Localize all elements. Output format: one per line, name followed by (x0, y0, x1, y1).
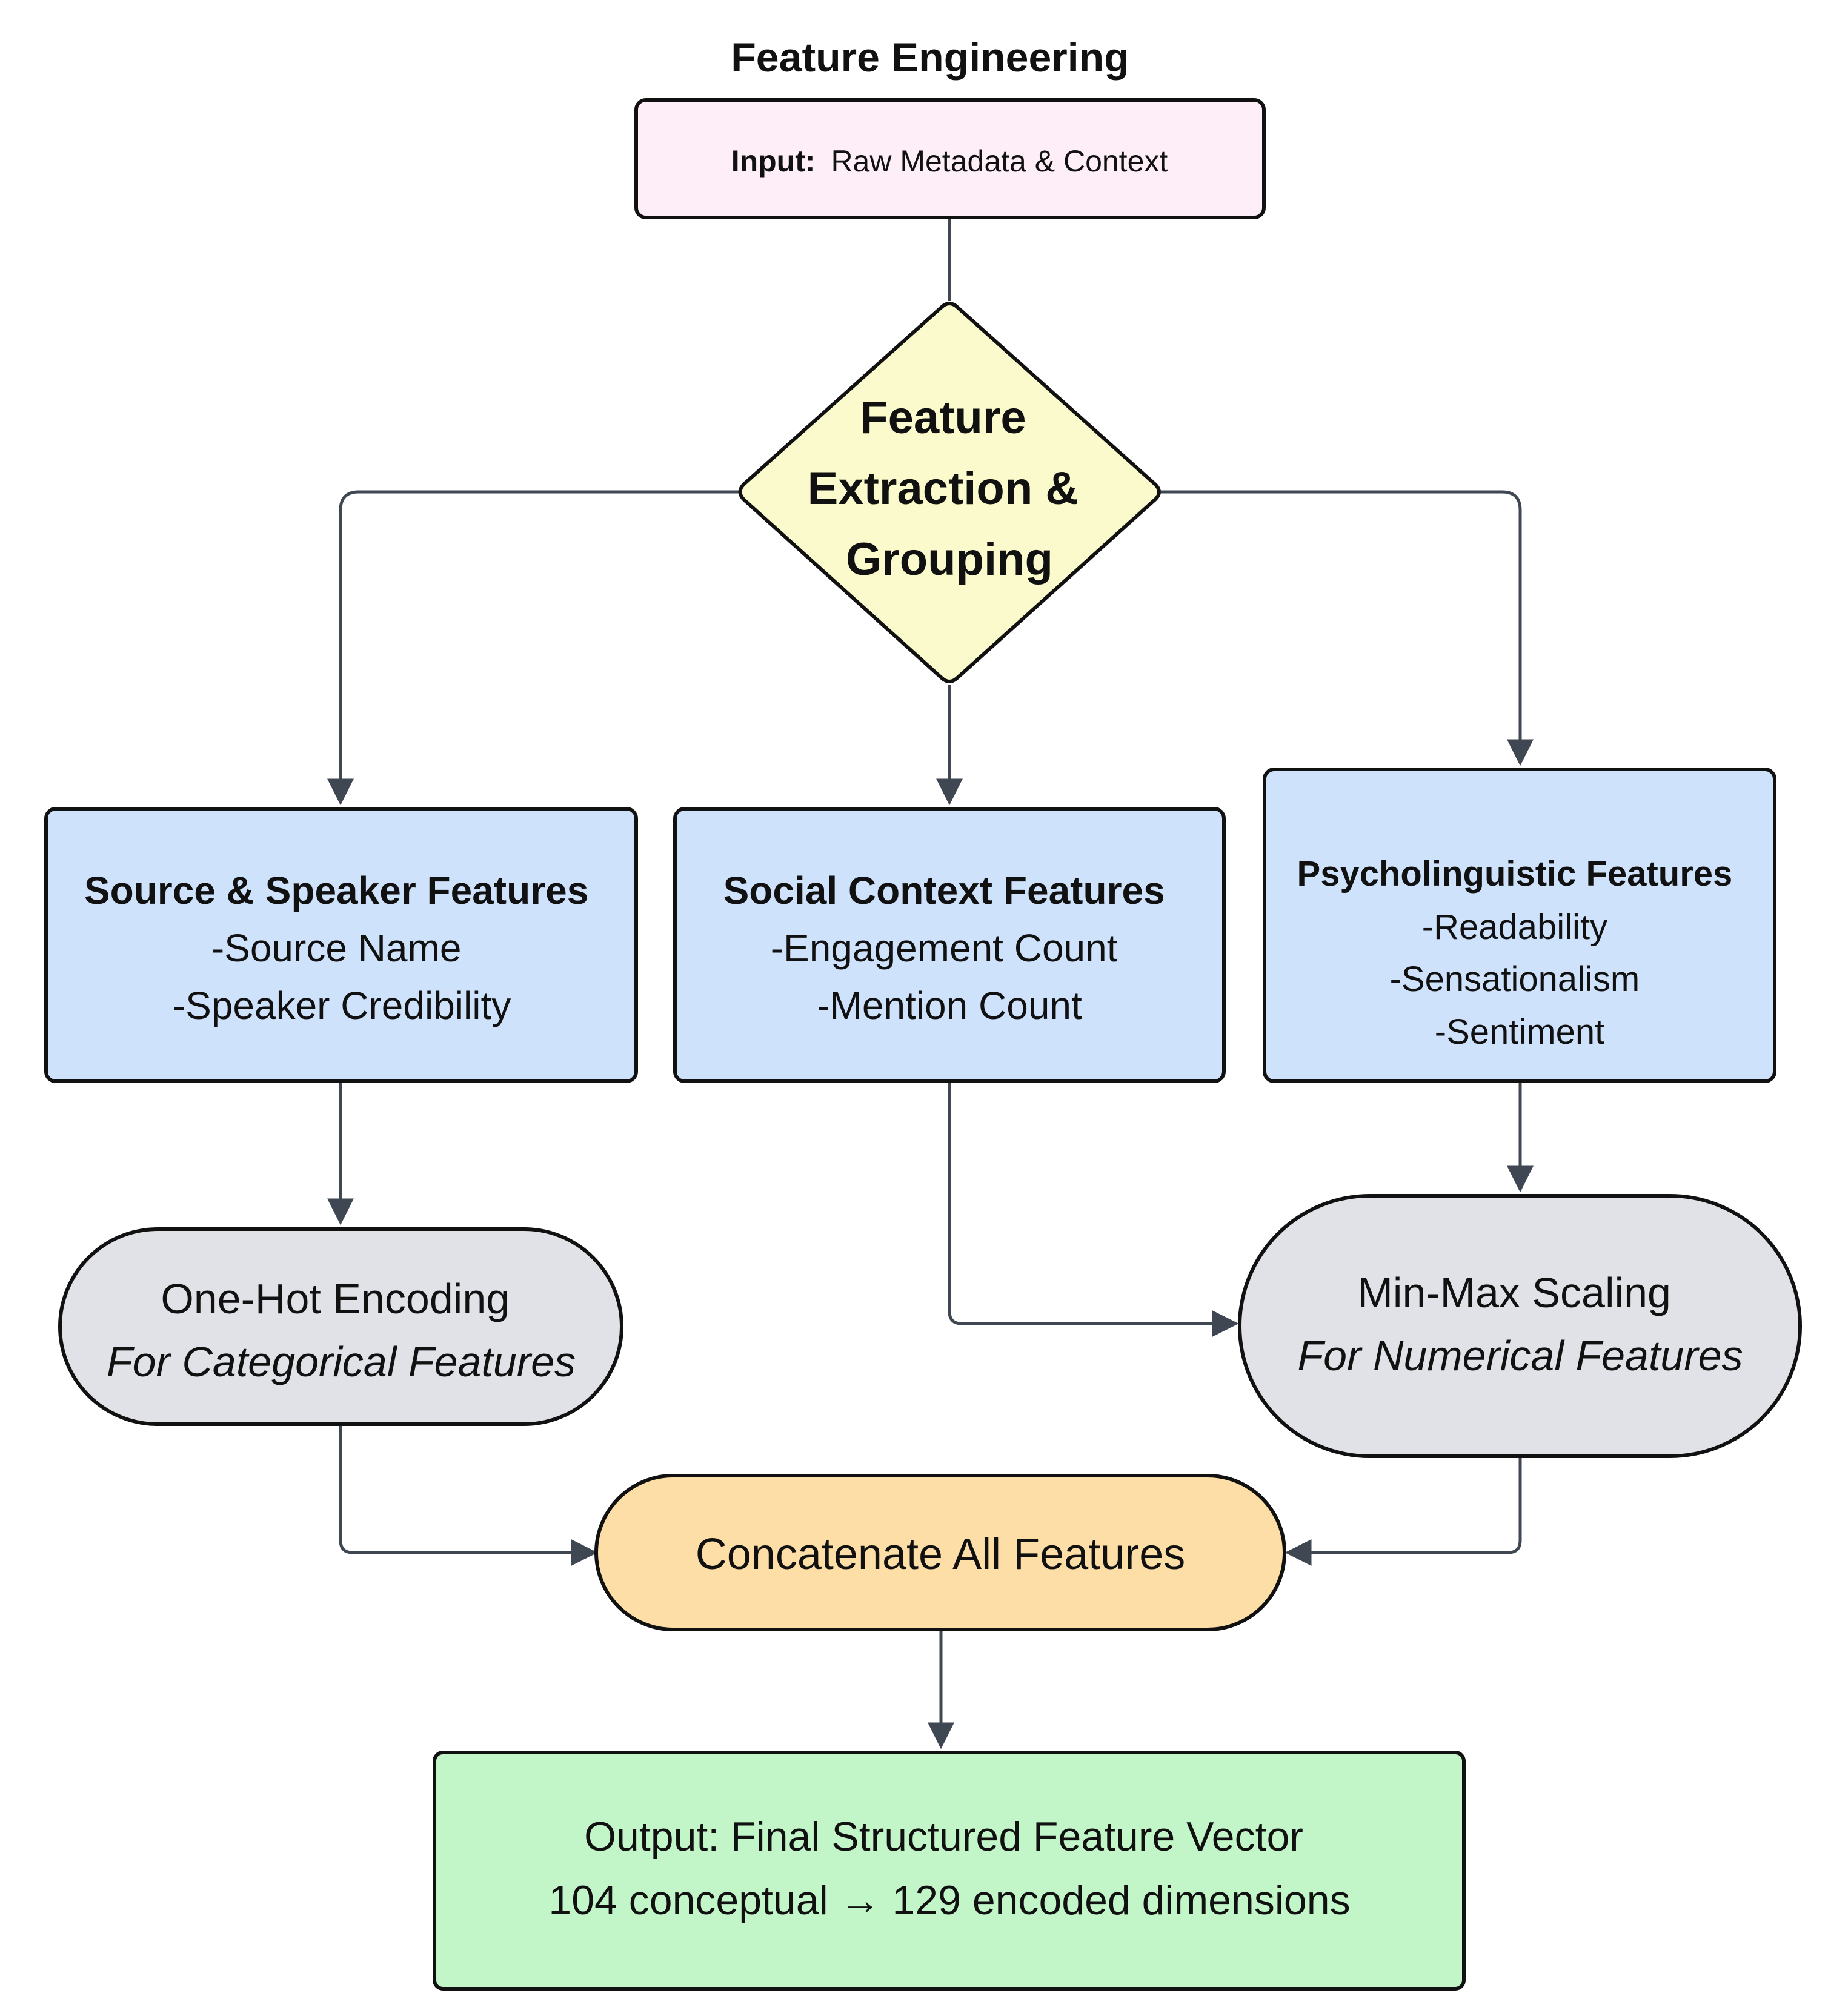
social-box (673, 807, 1226, 1083)
psycho-item-2: -Sensationalism (1390, 960, 1640, 999)
decision-line-2: Extraction & (808, 463, 1079, 514)
input-node: Input: Raw Metadata & Context (634, 98, 1266, 219)
psycho-item-3: -Sentiment (1435, 1012, 1604, 1052)
concatenate-node: Concatenate All Features (594, 1474, 1286, 1631)
source-item-1: -Source Name (211, 926, 462, 970)
one-hot-encoding-node: One-Hot Encoding For Categorical Feature… (58, 1227, 623, 1426)
input-value: Raw Metadata & Context (831, 144, 1168, 178)
input-box (634, 98, 1266, 219)
min-max-box (1238, 1194, 1802, 1458)
output-line-1: Output: Final Structured Feature Vector (584, 1814, 1303, 1860)
social-item-2: -Mention Count (817, 984, 1082, 1027)
connector-decision-to-source (327, 490, 739, 806)
psycho-item-1: -Readability (1422, 907, 1607, 947)
input-label: Input: (731, 144, 816, 178)
connectors (327, 218, 1534, 1749)
one-hot-box (58, 1227, 623, 1426)
diagram-title: Feature Engineering (731, 35, 1129, 81)
connector-onehot-to-concat (339, 1422, 598, 1566)
source-text: Source & Speaker Features -Source Name -… (84, 869, 599, 1027)
psycholinguistic-features-box: Psycholinguistic Features -Readability -… (1263, 768, 1776, 1083)
min-max-subtitle: For Numerical Features (1297, 1332, 1743, 1379)
social-context-features-box: Social Context Features -Engagement Coun… (673, 807, 1226, 1083)
one-hot-title: One-Hot Encoding (161, 1275, 510, 1322)
psycho-box (1263, 768, 1776, 1083)
decision-diamond (738, 302, 1161, 683)
psycho-title: Psycholinguistic Features (1297, 854, 1733, 894)
concat-box (594, 1474, 1286, 1631)
connector-social-to-minmax (948, 1081, 1239, 1337)
social-item-1: -Engagement Count (771, 926, 1118, 970)
min-max-scaling-node: Min-Max Scaling For Numerical Features (1238, 1194, 1802, 1458)
psycho-text: Psycholinguistic Features -Readability -… (1297, 854, 1743, 1052)
source-item-2: -Speaker Credibility (173, 984, 511, 1027)
concat-text: Concatenate All Features (696, 1530, 1186, 1579)
connector-minmax-to-concat (1285, 1455, 1522, 1566)
social-text: Social Context Features -Engagement Coun… (723, 869, 1176, 1027)
one-hot-text: One-Hot Encoding For Categorical Feature… (107, 1275, 576, 1385)
output-line-2: 104 conceptual → 129 encoded dimensions (548, 1877, 1350, 1923)
decision-node: Feature Extraction & Grouping (738, 302, 1161, 683)
connector-decision-to-psycho (1161, 490, 1534, 766)
output-text: Output: Final Structured Feature Vector … (548, 1814, 1350, 1923)
decision-line-1: Feature (860, 392, 1026, 443)
min-max-title: Min-Max Scaling (1358, 1269, 1671, 1316)
source-title: Source & Speaker Features (84, 869, 588, 912)
source-box (44, 807, 638, 1083)
social-title: Social Context Features (723, 869, 1165, 912)
min-max-text: Min-Max Scaling For Numerical Features (1297, 1269, 1743, 1379)
decision-text: Feature Extraction & Grouping (808, 392, 1092, 585)
one-hot-subtitle: For Categorical Features (107, 1338, 576, 1385)
output-node: Output: Final Structured Feature Vector … (433, 1751, 1466, 1991)
source-speaker-features-box: Source & Speaker Features -Source Name -… (44, 807, 638, 1083)
input-text: Input: Raw Metadata & Context (731, 144, 1168, 178)
output-box (433, 1751, 1466, 1991)
decision-line-3: Grouping (846, 534, 1053, 585)
